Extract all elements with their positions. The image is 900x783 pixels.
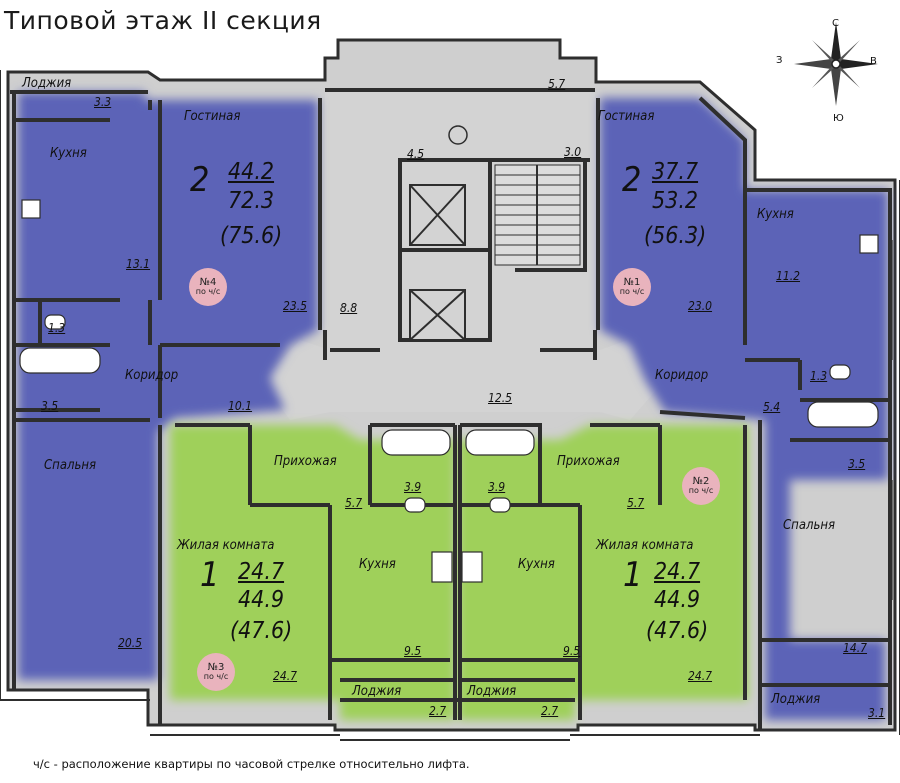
room-label-hall-left: Прихожая xyxy=(274,454,337,469)
apartment-1-total-area: 53.2 xyxy=(652,188,699,214)
compass-rose-icon xyxy=(794,22,878,106)
area-label: 4.5 xyxy=(407,147,425,161)
compass-north-label: С xyxy=(832,18,839,29)
area-label: 1.3 xyxy=(48,321,66,335)
area-label: 14.7 xyxy=(843,641,868,655)
room-label-kitchen-east: Кухня xyxy=(757,207,794,222)
apartment-4-total-with-loggia: (75.6) xyxy=(220,223,283,249)
area-label: 3.9 xyxy=(404,480,422,494)
room-label-loggia-se: Лоджия xyxy=(771,692,821,707)
area-label: 9.5 xyxy=(563,644,581,658)
room-label-living-room-left: Жилая комната xyxy=(177,538,275,553)
area-label: 23.5 xyxy=(283,299,308,313)
apartment-2-fill xyxy=(458,425,748,720)
room-label-corridor-west: Коридор xyxy=(125,368,179,383)
apartment-1-badge: №1 по ч/с xyxy=(613,268,651,306)
room-label-bedroom-east: Спальня xyxy=(783,518,836,533)
area-label: 5.4 xyxy=(763,400,781,414)
apartment-2-total-area: 44.9 xyxy=(654,587,701,613)
area-label: 2.7 xyxy=(429,704,447,718)
area-label: 3.9 xyxy=(488,480,506,494)
apartment-1-rooms: 2 xyxy=(622,160,642,200)
apartment-2-rooms: 1 xyxy=(623,555,643,595)
area-label: 5.7 xyxy=(548,77,566,91)
apartment-3-badge: №3 по ч/с xyxy=(197,653,235,691)
outer-wall-line xyxy=(0,70,900,741)
compass-west-label: З xyxy=(776,55,783,66)
apartment-4-total-area: 72.3 xyxy=(228,188,275,214)
apartment-4-rooms: 2 xyxy=(190,160,210,200)
area-label: 24.7 xyxy=(688,669,713,683)
room-label-bedroom-west: Спальня xyxy=(44,458,97,473)
room-label-loggia-left: Лоджия xyxy=(352,684,402,699)
apartment-3-total-with-loggia: (47.6) xyxy=(230,618,293,644)
room-label-loggia-right: Лоджия xyxy=(467,684,517,699)
apartment-4-living-area: 44.2 xyxy=(228,159,275,185)
compass-south-label: Ю xyxy=(833,113,844,124)
apartment-3-total-area: 44.9 xyxy=(238,587,285,613)
apartment-2-total-with-loggia: (47.6) xyxy=(646,618,709,644)
compass-east-label: В xyxy=(870,56,877,67)
area-label: 3.5 xyxy=(41,399,59,413)
apartment-2-living-area: 24.7 xyxy=(654,559,701,585)
apartment-order-note: по ч/с xyxy=(688,486,714,496)
area-label: 3.0 xyxy=(564,145,582,159)
apartment-number: №1 xyxy=(623,276,641,288)
staircase xyxy=(448,125,581,266)
area-label: 5.7 xyxy=(345,496,363,510)
apartment-3-fill xyxy=(170,425,455,720)
area-label: 3.5 xyxy=(848,457,866,471)
apartment-1-fill xyxy=(600,98,888,720)
area-label: 12.5 xyxy=(488,391,513,405)
footnote: ч/с - расположение квартиры по часовой с… xyxy=(33,757,470,771)
apartment-3-rooms: 1 xyxy=(200,555,220,595)
area-label: 1.3 xyxy=(810,369,828,383)
room-label-kitchen-left: Кухня xyxy=(359,557,396,572)
common-corridor xyxy=(262,340,665,420)
plumbing-fixtures xyxy=(19,199,879,583)
apartment-order-note: по ч/с xyxy=(619,287,645,297)
apartment-4-badge: №4 по ч/с xyxy=(189,268,227,306)
apartment-2-badge: №2 по ч/с xyxy=(682,467,720,505)
apartment-number: №3 xyxy=(207,661,225,673)
apartment-order-note: по ч/с xyxy=(203,672,229,682)
area-label: 9.5 xyxy=(404,644,422,658)
area-label: 3.1 xyxy=(868,706,886,720)
room-label-living-west: Гостиная xyxy=(184,109,241,124)
interior-walls xyxy=(10,88,892,730)
apartment-number: №2 xyxy=(692,475,710,487)
room-label-hall-right: Прихожая xyxy=(557,454,620,469)
room-label-living-room-right: Жилая комната xyxy=(596,538,694,553)
room-label-corridor-east: Коридор xyxy=(655,368,709,383)
apartment-number: №4 xyxy=(199,276,217,288)
area-label: 3.3 xyxy=(94,95,112,109)
apartment-4-fill xyxy=(18,92,318,680)
window-lines xyxy=(7,140,893,726)
area-label: 10.1 xyxy=(228,399,253,413)
area-label: 20.5 xyxy=(118,636,143,650)
area-label: 24.7 xyxy=(273,669,298,683)
apartment-1-total-with-loggia: (56.3) xyxy=(644,223,707,249)
area-label: 2.7 xyxy=(541,704,559,718)
room-label-kitchen-right: Кухня xyxy=(518,557,555,572)
area-label: 8.8 xyxy=(340,301,358,315)
room-label-kitchen-west: Кухня xyxy=(50,146,87,161)
room-label-living-east: Гостиная xyxy=(598,109,655,124)
page-title: Типовой этаж II секция xyxy=(4,6,322,35)
area-label: 11.2 xyxy=(776,269,801,283)
area-label: 13.1 xyxy=(126,257,151,271)
area-label: 23.0 xyxy=(688,299,713,313)
apartment-3-living-area: 24.7 xyxy=(238,559,285,585)
area-label: 5.7 xyxy=(627,496,645,510)
apartment-order-note: по ч/с xyxy=(195,287,221,297)
room-label-loggia-nw: Лоджия xyxy=(22,76,72,91)
lift-shafts xyxy=(409,184,466,341)
apartment-1-living-area: 37.7 xyxy=(652,159,699,185)
